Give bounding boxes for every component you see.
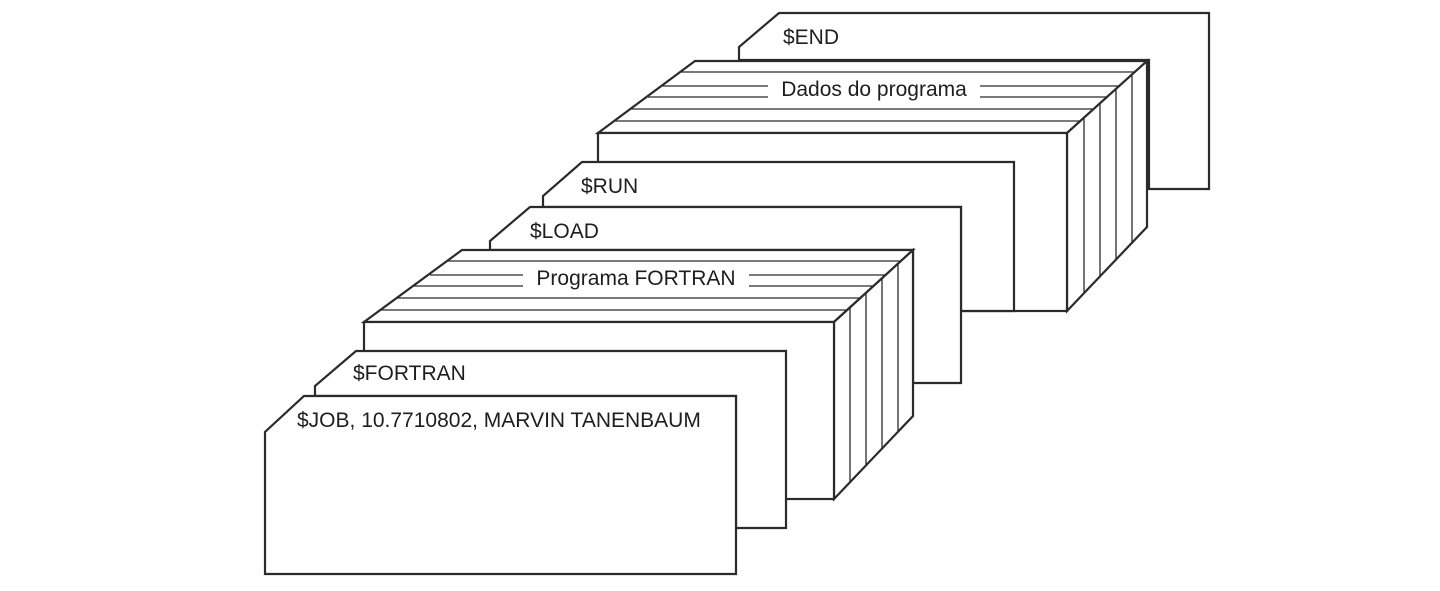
run-card-label: $RUN: [581, 175, 638, 198]
program-deck-label: Programa FORTRAN: [536, 267, 735, 290]
end-card-label: $END: [783, 26, 839, 49]
job-card: $JOB, 10.7710802, MARVIN TANENBAUM: [263, 394, 738, 576]
load-card-label: $LOAD: [530, 220, 599, 243]
data-deck-label: Dados do programa: [781, 78, 967, 101]
run-card: $RUN: [541, 160, 1016, 313]
end-card: $END: [737, 11, 1211, 191]
job-card-label: $JOB, 10.7710802, MARVIN TANENBAUM: [297, 409, 701, 432]
fortran-card-label: $FORTRAN: [353, 362, 466, 385]
